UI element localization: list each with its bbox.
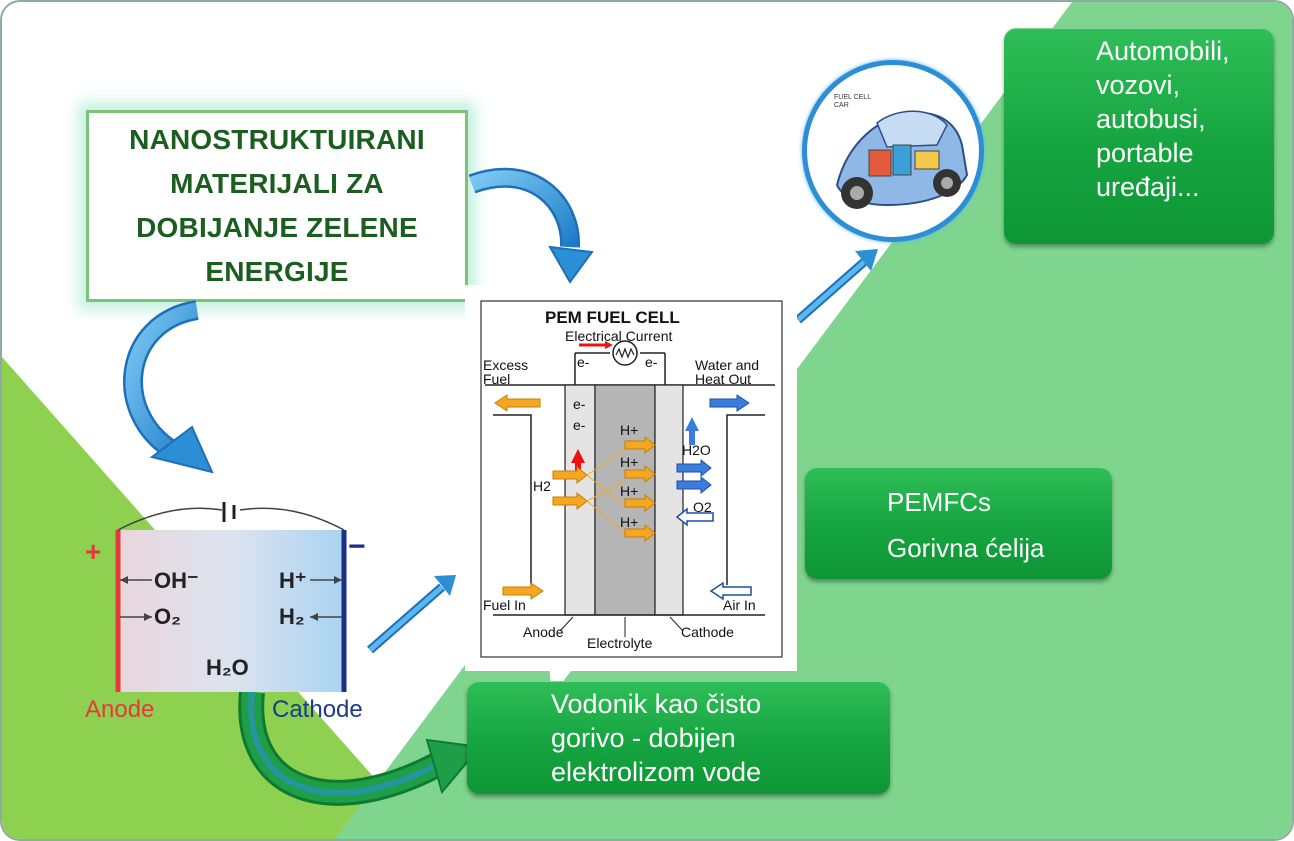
pem-fuel-cell-diagram: PEM FUEL CELL Electrical Current e- e- E… [465, 285, 797, 671]
anode-electron-2: e- [573, 417, 586, 433]
curved-arrow-to-fuel-cell [468, 167, 594, 284]
electrolyte-label: Electrolyte [587, 635, 653, 651]
electron-left-label: e- [577, 354, 590, 370]
curved-arrow-to-hydrogen-box [238, 690, 482, 806]
apps-line-4: portable [1096, 138, 1194, 168]
hydrogen-line-3: elektrolizom vode [551, 757, 762, 787]
plus-terminal: + [85, 536, 102, 567]
h-plus-label: H⁺ [279, 568, 307, 593]
hydrogen-fuel-box: Vodonik kao čisto gorivo - dobijen elekt… [467, 681, 890, 794]
cathode-label: Cathode [681, 624, 734, 640]
applications-box: Automobili, vozovi, autobusi, portable u… [1004, 28, 1274, 244]
proton-label-3: H+ [620, 483, 639, 499]
proton-label-2: H+ [620, 454, 639, 470]
oxygen-label: O2 [693, 499, 712, 515]
fuel-cell-car-image [802, 60, 984, 242]
apps-line-5: uređaji... [1096, 172, 1200, 202]
anode-electron-1: e- [573, 396, 586, 412]
arrow-fuel-cell-to-car [795, 249, 878, 324]
page-title: NANOSTRUKTUIRANI MATERIJALI ZA DOBIJANJE… [129, 124, 425, 287]
apps-line-2: vozovi, [1096, 70, 1181, 100]
electrolysis-diagram: + − OH⁻ O₂ H⁺ H₂ H₂O Anode Cathode [82, 492, 382, 723]
anode-label: Anode [523, 624, 564, 640]
hydrogen-label: H2 [533, 478, 551, 494]
curved-arrow-to-electrolysis [123, 300, 214, 474]
air-in-label: Air In [723, 597, 756, 613]
hydrogen-line-1: Vodonik kao čisto [551, 689, 762, 719]
electron-right-label: e- [645, 354, 658, 370]
electrical-current-label: Electrical Current [565, 328, 673, 344]
h2-label: H₂ [279, 604, 305, 629]
car-illustration [835, 110, 969, 209]
water-label: H2O [682, 442, 711, 458]
electrolysis-cell [115, 502, 347, 692]
excess-fuel-label: Excess Fuel [483, 357, 529, 387]
minus-terminal: − [348, 530, 366, 563]
anode-label: Anode [85, 696, 155, 723]
fuel-in-label: Fuel In [483, 597, 526, 613]
title-box: NANOSTRUKTUIRANI MATERIJALI ZA DOBIJANJE… [86, 110, 468, 302]
car-caption: FUEL CELL CAR [834, 94, 872, 109]
apps-line-3: autobusi, [1096, 104, 1206, 134]
fuel-cell-drawing [480, 300, 783, 658]
oh-label: OH⁻ [154, 568, 199, 593]
proton-label-4: H+ [620, 514, 639, 530]
pemfc-line-1: PEMFCs [887, 487, 991, 517]
proton-label-1: H+ [620, 422, 639, 438]
o2-label: O₂ [154, 604, 181, 629]
hydrogen-line-2: gorivo - dobijen [551, 723, 736, 753]
pemfc-line-2: Gorivna ćelija [887, 533, 1045, 563]
arrow-electrolysis-to-fuel-cell [367, 575, 456, 654]
h2o-label: H₂O [206, 655, 249, 680]
fuel-cell-title: PEM FUEL CELL [545, 308, 680, 327]
pemfc-box: PEMFCs Gorivna ćelija [805, 467, 1112, 579]
water-heat-label: Water and Heat Out [695, 357, 760, 387]
apps-line-1: Automobili, [1096, 36, 1230, 66]
cathode-label: Cathode [272, 696, 363, 723]
